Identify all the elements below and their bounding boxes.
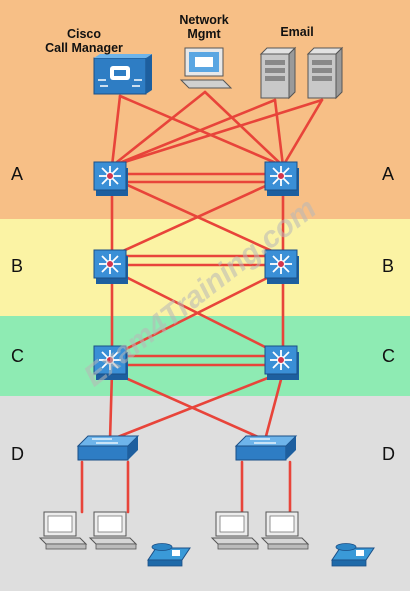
layer-label-right-d: D — [382, 444, 395, 464]
call-manager-label: Call Manager — [45, 41, 123, 55]
layer-label-left-d: D — [11, 444, 24, 464]
multilayer-switch-icon — [93, 249, 129, 285]
layer-band-b — [0, 219, 410, 316]
call-manager-label: Cisco — [67, 27, 101, 41]
network-links — [80, 90, 324, 514]
email-server-icon — [307, 47, 343, 99]
workgroup-switch-icon — [235, 435, 297, 461]
workgroup-switch-icon — [77, 435, 139, 461]
layer-label-left-a: A — [11, 164, 23, 184]
layer-label-left-c: C — [11, 346, 24, 366]
network-mgmt-label: Network — [179, 13, 228, 27]
layer-label-right-a: A — [382, 164, 394, 184]
email-server-icon — [260, 47, 296, 99]
multilayer-switch-icon — [93, 161, 129, 197]
network-mgmt-label: Mgmt — [187, 27, 221, 41]
network-mgmt-icon — [179, 47, 233, 89]
email-label: Email — [280, 25, 313, 39]
multilayer-switch-icon — [264, 161, 300, 197]
layer-label-right-c: C — [382, 346, 395, 366]
layer-label-left-b: B — [11, 256, 23, 276]
call-manager-icon — [93, 54, 152, 95]
multilayer-switch-icon — [264, 345, 300, 381]
layer-label-right-b: B — [382, 256, 394, 276]
